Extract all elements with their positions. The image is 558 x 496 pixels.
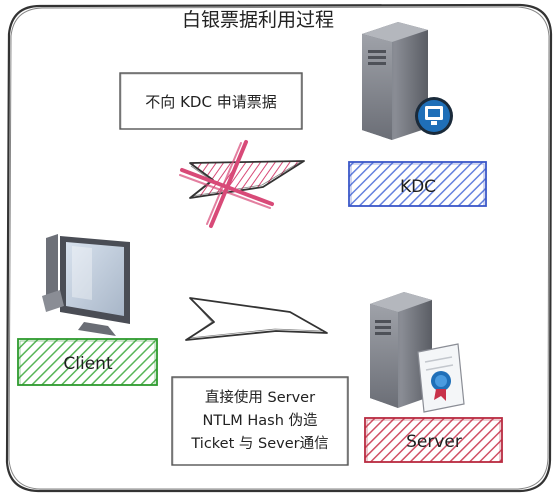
arrow-icon-client-server <box>185 297 328 341</box>
certificate-icon <box>417 343 465 413</box>
diagram-title: 白银票据利用过程 <box>182 9 334 31</box>
outer-frame <box>5 3 553 493</box>
note-bottom-line-3: Ticket 与 Sever通信 <box>190 435 328 452</box>
server-tower-icon-2 <box>370 292 432 408</box>
note-top-text: 不向 KDC 申请票据 <box>145 93 276 111</box>
client-label: Client <box>63 354 113 374</box>
note-bottom-box: 直接使用 Server NTLM Hash 伪造 Ticket 与 Sever通… <box>171 376 349 466</box>
cross-out-icon <box>179 140 274 228</box>
note-bottom-line-2: NTLM Hash 伪造 <box>202 412 318 429</box>
note-top-box: 不向 KDC 申请票据 <box>119 72 303 130</box>
kdc-box: KDC <box>348 161 487 207</box>
server-label: Server <box>406 432 462 452</box>
monitor-badge-icon <box>415 97 453 135</box>
note-bottom-line-1: 直接使用 Server <box>205 389 315 406</box>
server-tower-icon <box>362 22 428 140</box>
client-box: Client <box>17 338 158 386</box>
kdc-label: KDC <box>400 177 436 197</box>
desktop-monitor-icon <box>42 234 130 336</box>
server-box: Server <box>364 417 503 463</box>
